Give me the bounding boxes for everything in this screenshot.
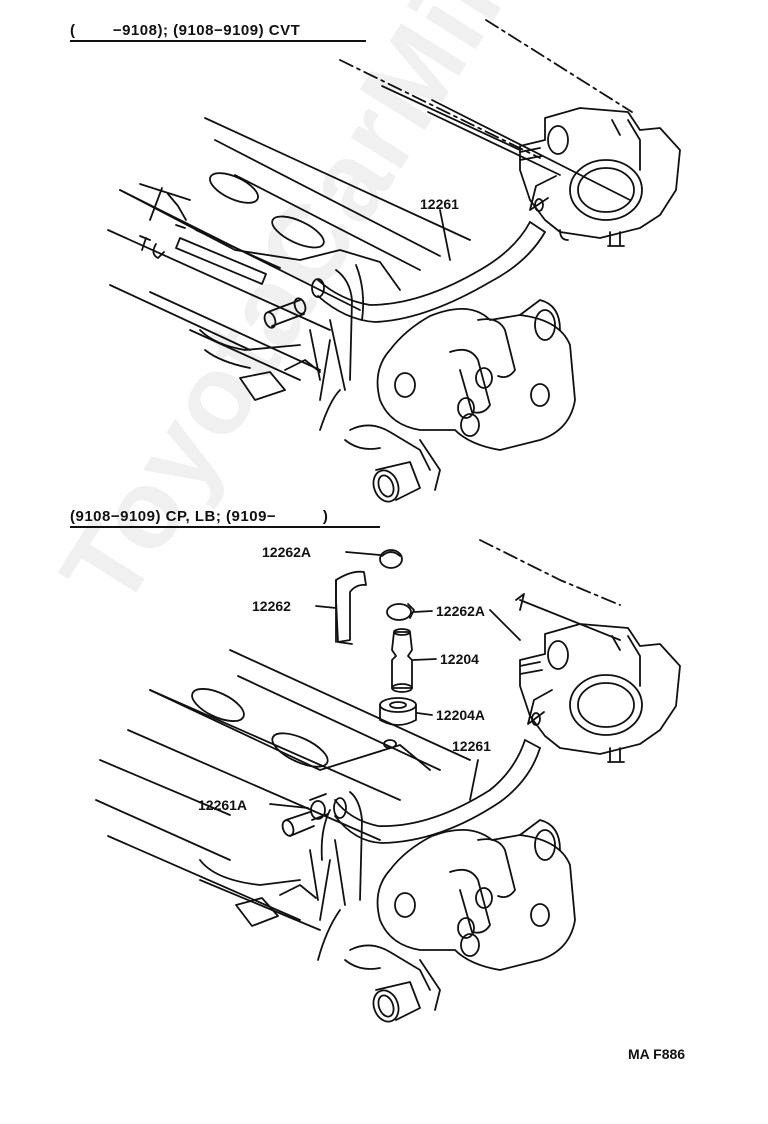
applicability-heading-top: ( −9108); (9108−9109) CVT	[70, 22, 366, 42]
illustration-code: MA F886	[628, 1046, 686, 1062]
part-label-pcv-valve: 12204	[440, 651, 479, 667]
applicability-heading-bottom: (9108−9109) CP, LB; (9109− )	[70, 508, 380, 528]
part-label-grommet: 12204A	[436, 707, 486, 723]
part-label-clip-lower: 12261A	[198, 797, 248, 813]
part-label-hose-upper: 12262	[252, 598, 291, 614]
part-label-hose-bottom: 12261	[452, 738, 491, 754]
part-label-hose-top: 12261	[420, 196, 459, 212]
part-label-clip-upper: 12262A	[262, 544, 312, 560]
bottom-engine-illustration	[95, 539, 681, 1023]
top-engine-illustration	[107, 19, 681, 503]
part-label-clip-mid: 12262A	[436, 603, 486, 619]
